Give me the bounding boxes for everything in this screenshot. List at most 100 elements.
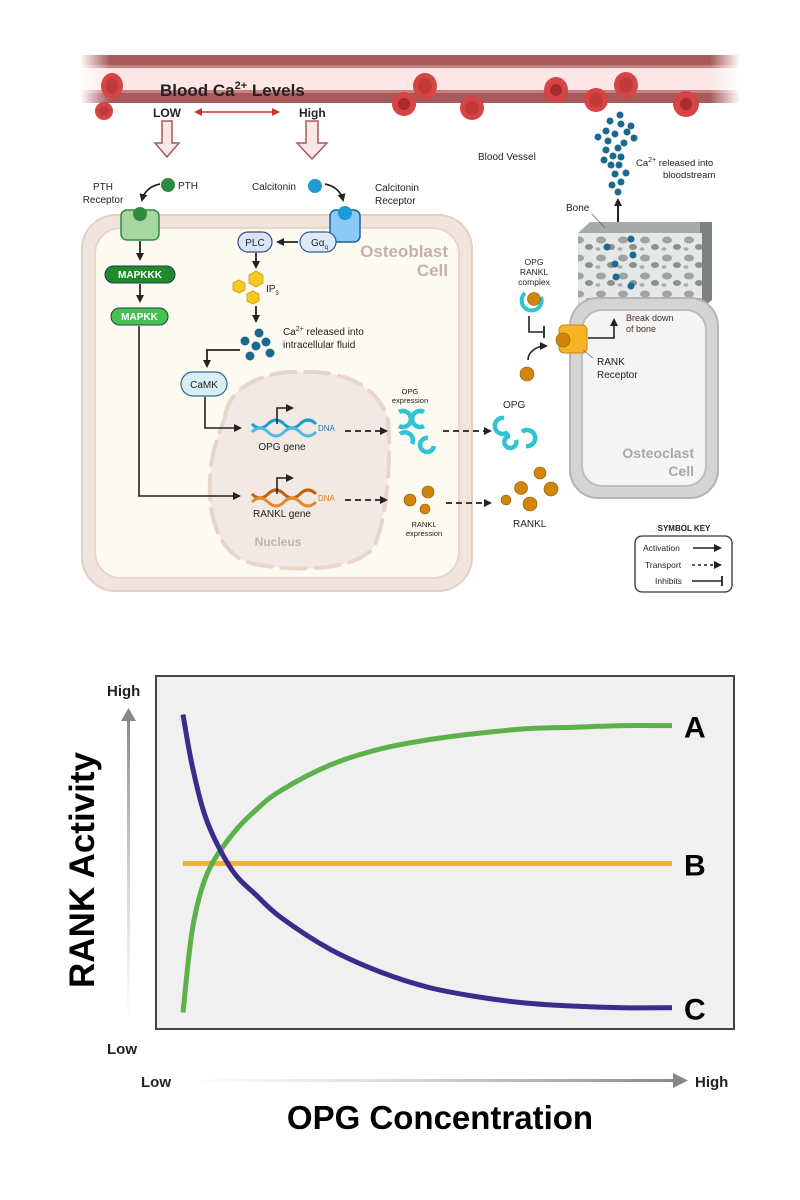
red-blood-cell xyxy=(584,88,608,112)
calcitonin-binding-arrow xyxy=(324,183,346,202)
rank-pointer-line xyxy=(582,349,594,359)
opg-molecules-icon xyxy=(492,415,538,451)
rankl-gene-label: RANKL gene xyxy=(253,509,311,520)
symbol-key-box xyxy=(634,535,733,593)
rankl-binding-arrow xyxy=(527,342,548,361)
rankl-dna-label: DNA xyxy=(318,494,336,503)
osteoclast-cell xyxy=(569,297,719,499)
gaq-label: Gαq xyxy=(311,238,328,251)
chart: BAC High Low RANK Activity Low High OPG … xyxy=(63,675,735,1136)
mapkk-to-rankl-arrow xyxy=(138,326,241,500)
y-tick-high: High xyxy=(107,683,140,700)
mapkkk-label: MAPKKK xyxy=(118,270,163,281)
opg-gene-dna-icon xyxy=(250,404,318,438)
red-blood-cell xyxy=(614,72,638,98)
nucleus-label: Nucleus xyxy=(255,535,302,549)
calcitonin-hormone-icon xyxy=(308,179,322,193)
plc-node xyxy=(237,231,273,253)
rank-receptor-label-line2: Receptor xyxy=(597,370,638,381)
complex-label-line1: OPG xyxy=(525,257,544,267)
ca-intracellular-line2: intracellular fluid xyxy=(283,340,355,351)
osteoclast-label-line2: Cell xyxy=(668,463,694,479)
gaq-node xyxy=(299,231,337,253)
rank-receptor-label-line1: RANK xyxy=(597,357,625,368)
plot-area xyxy=(155,675,735,1030)
series-label-c: C xyxy=(684,994,706,1027)
rankl-expression-label-line2: expression xyxy=(406,529,442,538)
red-blood-cell xyxy=(673,91,699,117)
y-tick-low: Low xyxy=(107,1041,137,1058)
rankl-label: RANKL xyxy=(513,519,547,530)
inhibits-arrow xyxy=(528,316,543,333)
red-blood-cell xyxy=(413,73,437,99)
free-rankl-icon xyxy=(519,366,535,382)
ca-released-bloodstream-line2: bloodstream xyxy=(663,170,715,181)
series-label-b: B xyxy=(684,850,706,883)
series-labels: B A C xyxy=(684,712,706,1027)
mapkk-node xyxy=(110,307,169,326)
complex-label-line2: RANKL xyxy=(520,267,549,277)
high-calcium-down-arrow xyxy=(295,120,329,161)
rankl-expression-label-line1: RANKL xyxy=(411,520,436,529)
series-label-a: A xyxy=(684,712,706,745)
osteoblast-label-line2: Cell xyxy=(417,261,448,280)
x-axis-label: OPG Concentration xyxy=(287,1099,593,1136)
ip3-molecules-icon xyxy=(232,270,264,305)
camk-label: CaMK xyxy=(190,380,218,391)
series-line-c xyxy=(180,714,673,1011)
opg-gene-label: OPG gene xyxy=(258,442,306,453)
blood-vessel-label: Blood Vessel xyxy=(478,152,536,163)
nucleus xyxy=(207,369,392,571)
red-blood-cell xyxy=(392,92,416,116)
ca-released-bloodstream-line1: Ca2+ released into xyxy=(636,157,713,169)
opg-rankl-complex-icon xyxy=(519,291,544,313)
camk-node xyxy=(180,371,228,397)
red-blood-cell xyxy=(544,77,568,103)
opg-expression-icon xyxy=(397,408,437,455)
camk-to-opg-gene-arrow xyxy=(204,397,242,432)
bone-pointer-line xyxy=(591,213,606,229)
bone-breakdown-arrow xyxy=(588,318,618,339)
osteoblast-label-line1: Osteoblast xyxy=(360,242,448,261)
calcitonin-receptor-label-line2: Receptor xyxy=(375,196,416,207)
opg-expression-label-line1: OPG xyxy=(402,387,419,396)
calcium-ions-released xyxy=(594,111,638,196)
calcium-low-label: LOW xyxy=(153,106,182,120)
x-axis-arrow-head xyxy=(673,1073,688,1088)
series-line-a xyxy=(180,722,673,1013)
breakdown-label-line1: Break down xyxy=(626,313,674,323)
low-calcium-down-arrow xyxy=(153,120,181,159)
red-blood-cell xyxy=(95,102,113,120)
series-layer xyxy=(180,714,673,1013)
x-tick-low: Low xyxy=(141,1074,171,1091)
calcitonin-receptor-label-line1: Calcitonin xyxy=(375,183,419,194)
x-axis-arrow-shaft xyxy=(185,1079,675,1082)
ca-intracellular-line1: Ca2+ released into xyxy=(283,326,364,338)
symbol-key-transport: Transport xyxy=(645,560,682,570)
rankl-gene-dna-icon xyxy=(250,474,318,508)
pth-binding-arrow xyxy=(139,183,161,202)
bone-label: Bone xyxy=(566,203,590,214)
pth-receptor-label-line2: Receptor xyxy=(83,195,124,206)
pth-receptor-label-line1: PTH xyxy=(93,182,113,193)
mapkkk-node xyxy=(104,265,176,284)
pth-receptor-icon xyxy=(120,207,160,241)
y-axis-label: RANK Activity xyxy=(63,751,102,987)
calcium-to-camk-arrow xyxy=(203,349,240,368)
symbol-key-activation: Activation xyxy=(643,543,680,553)
mapkk-label: MAPKK xyxy=(121,312,158,323)
symbol-key-title: SYMBOL KEY xyxy=(658,524,711,533)
vessel-title: Blood Ca2+ Levels xyxy=(160,80,305,100)
complex-label-line3: complex xyxy=(518,277,550,287)
red-blood-cell xyxy=(460,96,484,120)
pth-hormone-icon xyxy=(161,178,175,192)
red-blood-cells xyxy=(95,72,699,120)
intracellular-calcium-ions-icon xyxy=(240,328,275,361)
y-axis-arrow-shaft xyxy=(127,720,130,1025)
pth-label: PTH xyxy=(178,181,198,192)
ip3-label: IP3 xyxy=(266,284,279,297)
osteoclast-label-line1: Osteoclast xyxy=(622,445,694,461)
red-blood-cell xyxy=(101,73,123,99)
opg-dna-label: DNA xyxy=(318,424,336,433)
